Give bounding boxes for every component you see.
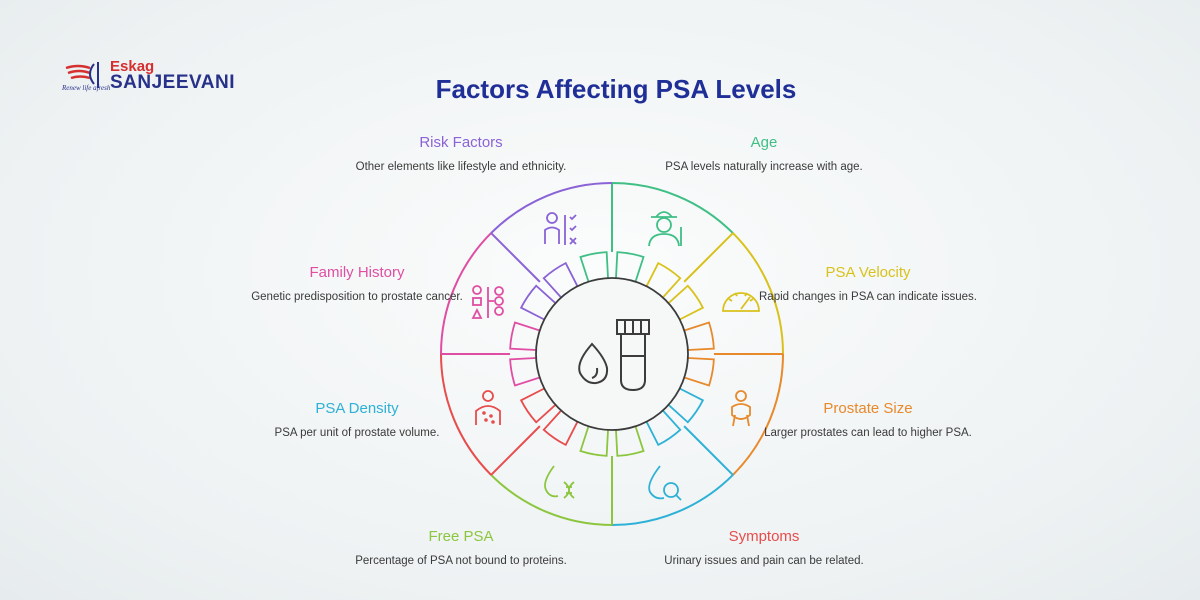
brand-tagline: Renew life afresh [62,84,111,92]
wheel-outer-arc [440,232,492,355]
factor-title: Symptoms [728,528,800,545]
person-dots-icon [475,390,501,425]
brand-name-main: SANJEEVANI [110,72,236,93]
wheel-outer-arc [732,232,784,355]
wheel-inner-tab [645,261,682,299]
wheel-inner-tab [667,387,705,424]
factor-title: Risk Factors [419,134,503,151]
factor-description: Urinary issues and pain can be related. [664,555,864,567]
blood-drop-test-tube-icon [578,319,650,392]
factor-title: Prostate Size [823,400,913,417]
factor-title: PSA Velocity [825,264,911,281]
wheel-inner-tab [667,284,705,321]
brand-logo: Eskag SANJEEVANI Renew life afresh [60,58,250,100]
speedometer-icon [722,292,760,312]
wheel-inner-tab [519,284,557,321]
factor-title: Family History [309,264,405,281]
wheel-inner-tab [615,251,645,282]
factor-age: Age PSA levels naturally increase with a… [654,134,874,174]
wheel-outer-arc [440,353,492,476]
person-pelvic-icon [731,390,751,427]
elderly-person-icon [648,211,682,247]
wheel-divider [683,232,734,283]
factor-description: PSA per unit of prostate volume. [274,427,440,439]
drop-dna-icon [544,465,575,499]
wheel-inner-tab [542,409,579,447]
wheel-divider [490,232,541,283]
factor-description: PSA levels naturally increase with age. [665,161,863,173]
wheel-inner-tab [579,426,609,457]
wheel-inner-tab [519,387,557,424]
brand-name-top: Eskag [110,58,155,75]
wheel-outer-arc [490,182,613,234]
wheel-inner-tab [615,426,645,457]
factor-title: Free PSA [428,528,494,545]
wheel-outer-arc [611,182,734,234]
person-checklist-icon [544,212,577,245]
wheel-inner-tab [542,261,579,299]
factor-title: Age [750,134,778,151]
wheel-outer-arc [732,353,784,476]
drop-magnifier-icon [648,465,682,501]
wings-logo-icon [65,62,99,88]
wheel-outer-arc [611,474,734,526]
wheel-divider [683,425,734,476]
wheel-inner-tab [684,357,715,387]
wheel-outer-arc [490,474,613,526]
family-tree-icon [471,285,504,319]
factor-free-psa: Free PSA Percentage of PSA not bound to … [351,528,571,568]
factor-description: Percentage of PSA not bound to proteins. [355,555,567,567]
factor-psa-velocity: PSA Velocity Rapid changes in PSA can in… [758,264,978,304]
factor-psa-density: PSA Density PSA per unit of prostate vol… [247,400,467,440]
wheel-inner-tab [509,357,540,387]
wheel-inner-tab [579,251,609,282]
factor-symptoms: Symptoms Urinary issues and pain can be … [654,528,874,568]
factor-family-history: Family History Genetic predisposition to… [247,264,467,304]
page-title: Factors Affecting PSA Levels [435,74,797,104]
wheel-divider [490,425,541,476]
wheel-inner-tab [509,321,540,351]
factor-risk-factors: Risk Factors Other elements like lifesty… [351,134,571,174]
wheel-inner-tab [684,321,715,351]
factor-description: Larger prostates can lead to higher PSA. [764,427,972,439]
wheel-inner-tab [645,409,682,447]
factor-title: PSA Density [315,400,399,417]
factor-description: Genetic predisposition to prostate cance… [251,291,463,303]
factor-description: Rapid changes in PSA can indicate issues… [759,291,977,303]
factor-prostate-size: Prostate Size Larger prostates can lead … [758,400,978,440]
factor-description: Other elements like lifestyle and ethnic… [355,161,567,173]
center-hub [535,277,689,431]
